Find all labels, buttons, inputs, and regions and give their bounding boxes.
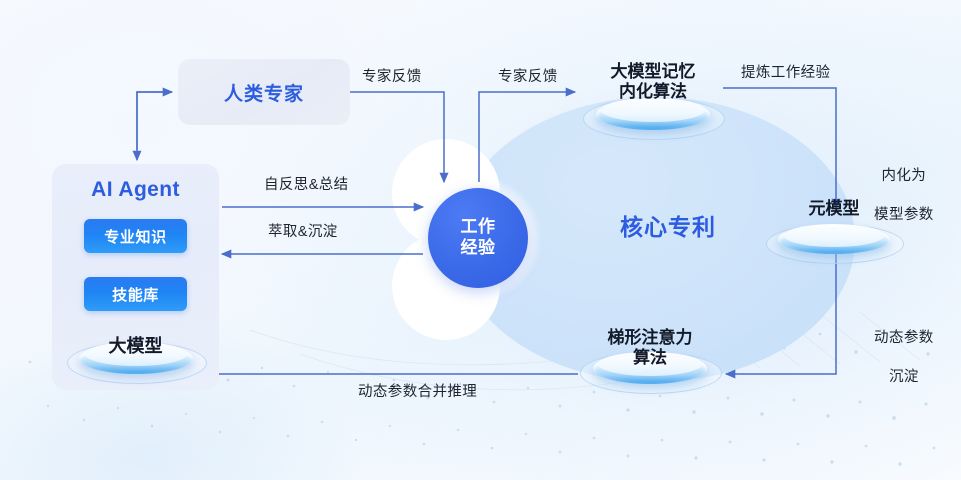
- memory-algorithm-label: 大模型记忆 内化算法: [578, 62, 728, 103]
- edge-label-expert-feedback-right: 专家反馈: [498, 69, 558, 85]
- dynamic-param-settle-line1: 动态参数: [874, 329, 934, 346]
- work-experience-label: 工作经验: [460, 217, 496, 257]
- human-expert-label: 人类专家: [223, 83, 304, 105]
- ai-agent-chip-skill-library[interactable]: 技能库: [84, 277, 187, 311]
- attention-algorithm-label: 梯形注意力 算法: [570, 328, 730, 369]
- attention-algorithm-line1: 梯形注意力: [607, 328, 693, 347]
- edge-expert-to-agent: [132, 91, 172, 162]
- edge-label-expert-feedback-left: 专家反馈: [362, 69, 422, 85]
- edge-label-dynamic-param-settle: 动态参数 沉淀: [849, 309, 941, 407]
- memory-algorithm-line1: 大模型记忆: [610, 62, 696, 81]
- attention-algorithm-line2: 算法: [633, 348, 667, 368]
- edge-label-internalize-params: 内化为 模型参数: [849, 147, 941, 245]
- meta-model-disc[interactable]: [766, 224, 904, 264]
- disc-top: [783, 224, 885, 247]
- memory-algorithm-line2: 内化算法: [619, 82, 687, 102]
- edge-label-refine-experience: 提炼工作经验: [741, 65, 831, 81]
- internalize-params-line2: 模型参数: [874, 206, 934, 223]
- dynamic-param-settle-line2: 沉淀: [888, 368, 919, 385]
- meta-model-label: 元模型: [808, 199, 860, 218]
- memory-algorithm-disc[interactable]: [583, 98, 725, 140]
- disc-top: [84, 342, 188, 366]
- human-expert-node[interactable]: 人类专家: [178, 59, 350, 125]
- core-patent-label: 核心专利: [620, 214, 716, 240]
- attention-algorithm-disc[interactable]: [580, 352, 722, 394]
- big-model-disc[interactable]: [67, 342, 207, 384]
- edge-agent-to-expert: [136, 87, 174, 150]
- disc-top: [601, 98, 705, 122]
- internalize-params-line1: 内化为: [881, 167, 927, 184]
- work-experience-node[interactable]: 工作经验: [428, 188, 528, 288]
- edge-label-dynamic-param-merge: 动态参数合并推理: [358, 384, 478, 400]
- disc-top: [598, 352, 702, 376]
- edge-label-extract-settle: 萃取&沉淀: [268, 224, 338, 240]
- big-model-label: 大模型: [108, 336, 163, 356]
- chip-label: 专业知识: [104, 228, 167, 246]
- ai-agent-chip-domain-knowledge[interactable]: 专业知识: [84, 219, 187, 253]
- edge-label-self-reflection: 自反思&总结: [264, 177, 349, 193]
- ai-agent-title: AI Agent: [91, 178, 180, 201]
- chip-label: 技能库: [112, 286, 159, 304]
